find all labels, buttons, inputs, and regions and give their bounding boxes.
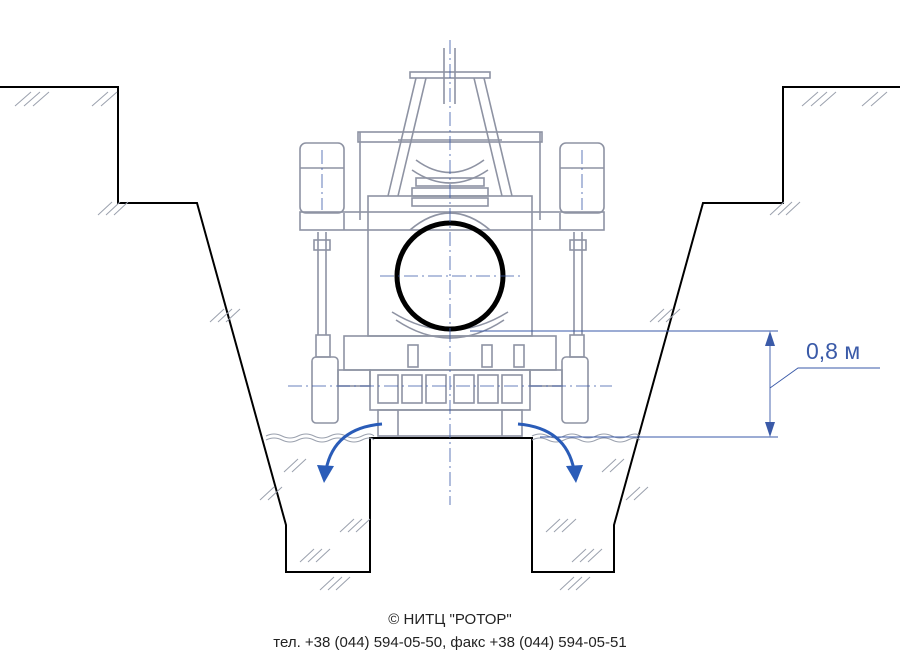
copyright-line: © НИТЦ "РОТОР" — [388, 611, 512, 628]
excavator-machine — [299, 48, 605, 437]
trench-cross-section-diagram: 0,8 м — [0, 40, 900, 591]
ground-hatching — [14, 91, 888, 591]
soil-flow-arrows — [324, 422, 576, 471]
left-flow-arrowhead-icon — [317, 465, 334, 483]
dimension-label: 0,8 м — [806, 338, 860, 364]
centerlines — [288, 40, 612, 505]
dimension-depth — [470, 330, 880, 438]
right-flow-arrowhead-icon — [566, 465, 583, 483]
contacts-line: тел. +38 (044) 594-05-50, факс +38 (044)… — [273, 634, 627, 651]
trench-outline — [0, 86, 900, 573]
